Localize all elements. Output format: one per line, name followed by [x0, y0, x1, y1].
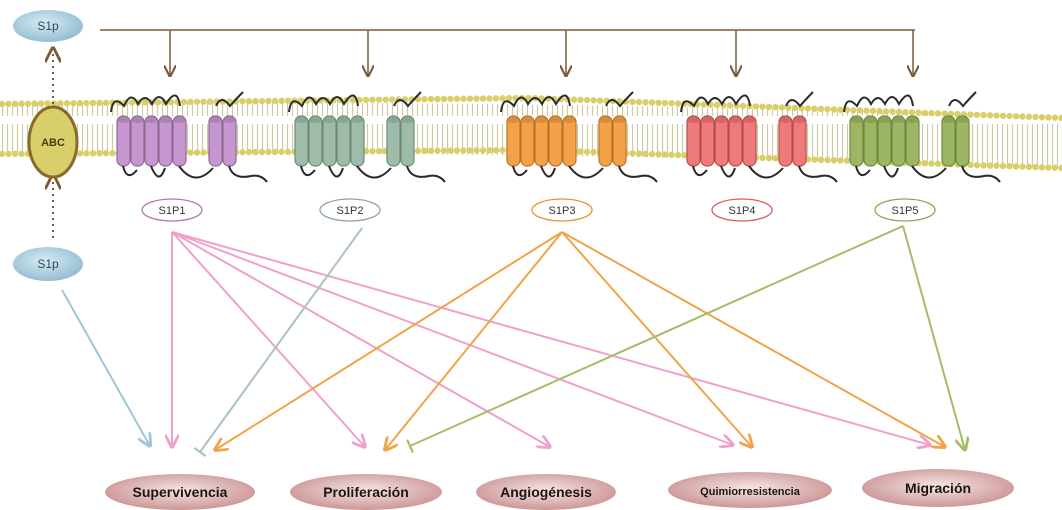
- receptor-label: S1P3: [549, 205, 576, 217]
- s1p-top-label: S1p: [37, 19, 59, 33]
- abc-label: ABC: [41, 137, 65, 149]
- s1p-ligand-top: S1p: [13, 10, 83, 42]
- s1p1-to-angiogenesis-arrow: [172, 232, 550, 447]
- outcome-label: Migración: [905, 480, 971, 496]
- outcome-label: Proliferación: [323, 484, 409, 500]
- abc-transporter: ABC: [29, 107, 77, 177]
- outcome-label: Quimiorresistencia: [700, 486, 801, 498]
- s1p-ligand-bottom: S1p: [13, 247, 83, 281]
- outcome-quimiorresistencia: Quimiorresistencia: [668, 472, 832, 508]
- outcome-label: Supervivencia: [133, 484, 228, 500]
- s1p3-to-migracion-arrow: [562, 232, 945, 447]
- outcome-supervivencia: Supervivencia: [105, 474, 255, 510]
- receptor-label: S1P2: [337, 205, 364, 217]
- s1p3-to-quimiorresistencia-arrow: [562, 232, 752, 447]
- s1p-bottom-label: S1p: [37, 257, 59, 271]
- s1p3-to-supervivencia-arrow: [215, 232, 562, 450]
- s1p-extracellular-line: [100, 30, 915, 76]
- receptor-label: S1P4: [729, 205, 756, 217]
- outcome-migracion: Migración: [862, 469, 1014, 507]
- signaling-arrows: [62, 226, 965, 456]
- s1p5-to-migracion-arrow: [903, 226, 965, 450]
- outcome-label: Angiogénesis: [500, 484, 592, 500]
- outcome-proliferacion: Proliferación: [290, 474, 442, 510]
- s1p5-inhibits-proliferacion: [410, 226, 903, 446]
- receptor-label: S1P5: [892, 205, 919, 217]
- outcome-angiogenesis: Angiogénesis: [476, 474, 616, 510]
- s1p-to-supervivencia-arrow: [62, 290, 150, 446]
- receptor-label: S1P1: [159, 205, 186, 217]
